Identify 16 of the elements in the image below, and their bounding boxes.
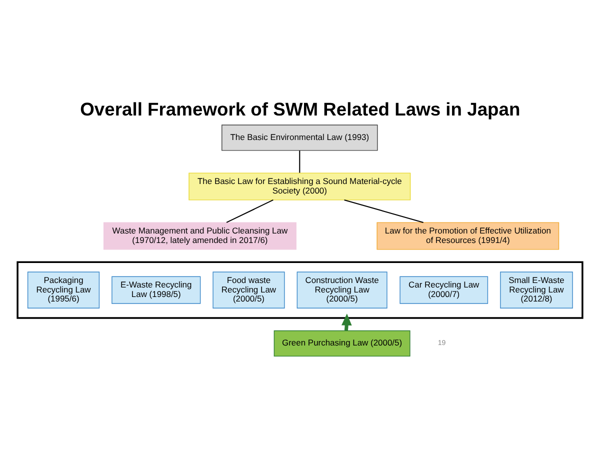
node-box: Construction Waste Recycling Law (2000/5) [296, 271, 388, 308]
node-box: Food waste Recycling Law (2000/5) [212, 271, 285, 308]
cluster [16, 260, 584, 318]
node-box: Small E-Waste Recycling Law (2012/8) [500, 271, 573, 308]
node-box: Law for the Promotion of Effective Utilization of Resources (1991/4) [376, 222, 560, 250]
node-box: Waste Management and Public Cleansing Law (1970/12, lately amended in 2017/6) [103, 222, 296, 250]
node-box: The Basic Law for Establishing a Sound Material-cycle Society (2000) [188, 172, 411, 200]
diagram-title: Overall Framework of SWM Related Laws in Japan [80, 98, 520, 120]
node-box: Green Purchasing Law (2000/5) [274, 330, 410, 356]
node-box: The Basic Environmental Law (1993) [222, 124, 378, 150]
connector [226, 198, 274, 222]
connector [299, 150, 300, 172]
node-box: E-Waste Recycling Law (1998/5) [112, 276, 201, 304]
connector [344, 198, 424, 223]
node-box: Car Recycling Law (2000/7) [400, 276, 488, 304]
node-box: Packaging Recycling Law (1995/6) [27, 271, 100, 308]
